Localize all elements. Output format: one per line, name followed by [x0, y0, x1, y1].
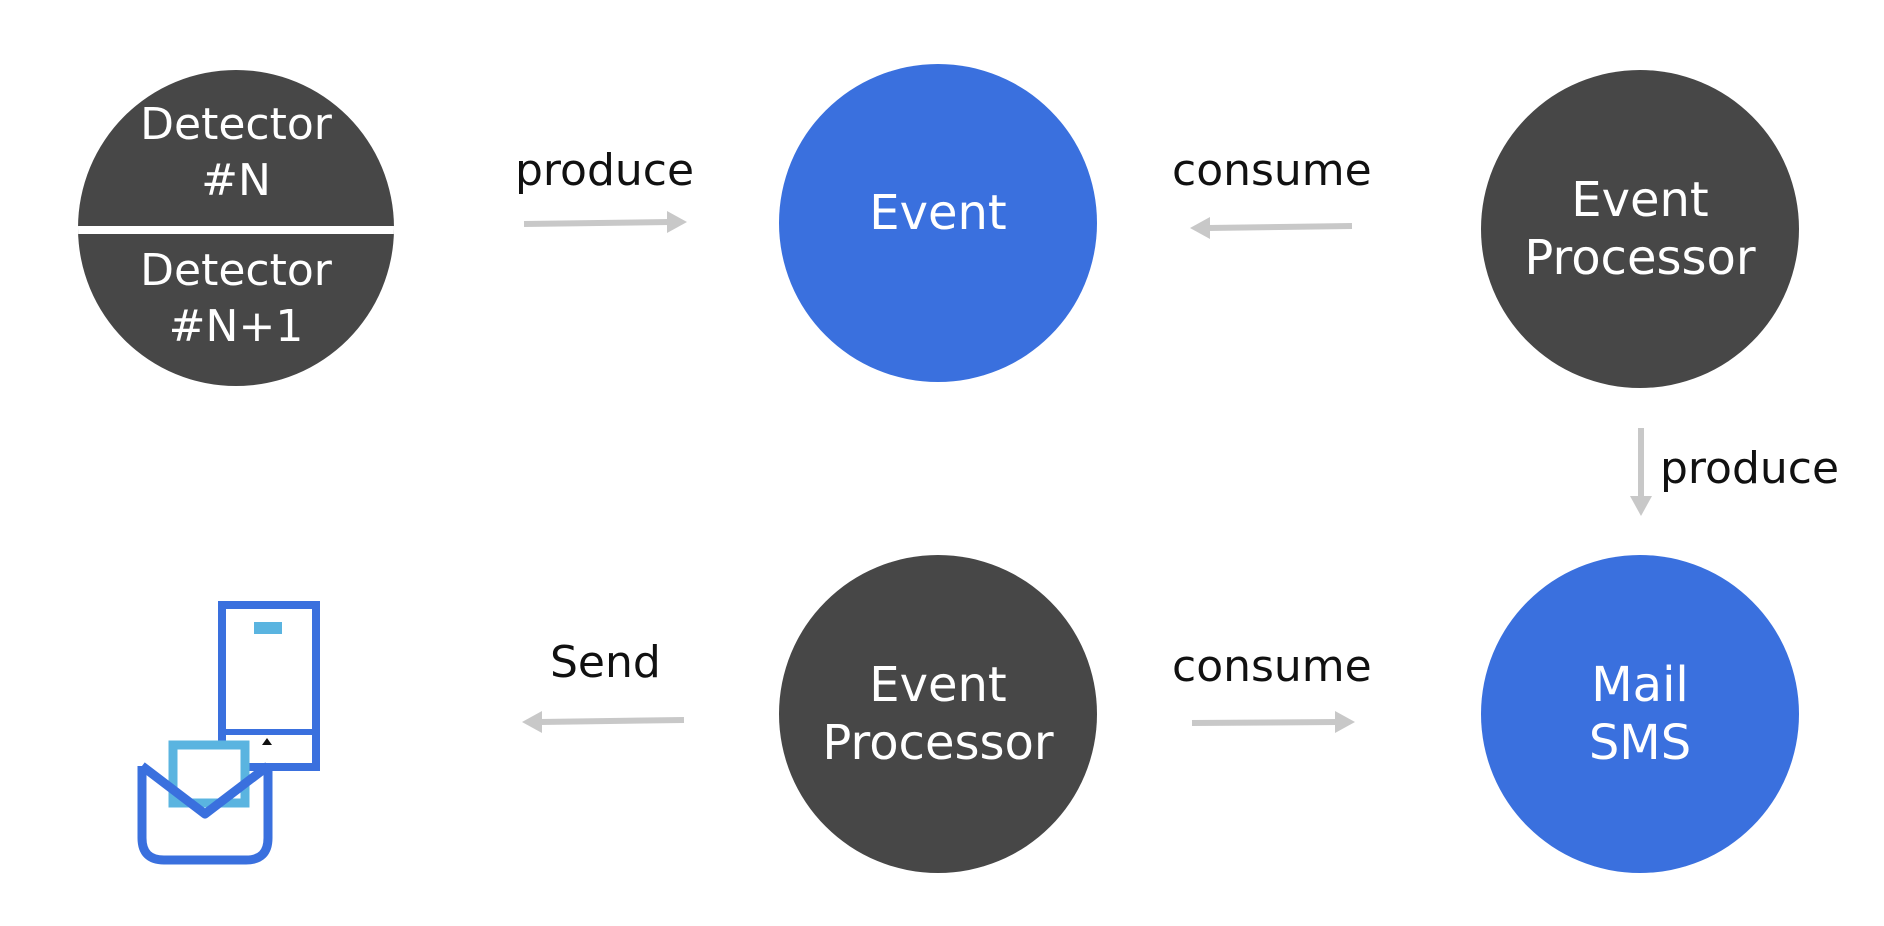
detector-node: Detector #N Detector #N+1 [78, 70, 394, 386]
event-node: Event [779, 64, 1097, 382]
event-processor-bottom-line1: Event [869, 657, 1007, 713]
produce-label-1: produce [515, 145, 695, 196]
detector-n-label: Detector #N [78, 70, 394, 228]
mail-phone-icon [137, 601, 320, 865]
consume-label-2: consume [1172, 641, 1372, 692]
mail-sms-line2: SMS [1588, 715, 1692, 771]
detector-n-line2: #N [201, 155, 271, 206]
event-processor-top-line2: Processor [1524, 230, 1756, 286]
detector-n1-label: Detector #N+1 [78, 234, 394, 386]
event-processor-bottom-node: Event Processor [779, 555, 1097, 873]
mail-sms-node: Mail SMS [1481, 555, 1799, 873]
detector-n-line1: Detector [140, 99, 332, 150]
consume-label-1: consume [1172, 145, 1372, 196]
consume-arrow-1 [1190, 217, 1353, 239]
detector-n1-line1: Detector [140, 245, 332, 296]
consume-arrow-2 [1191, 711, 1355, 733]
produce-arrow-1 [523, 211, 687, 233]
event-processor-top-node: Event Processor [1481, 70, 1799, 388]
mail-sms-line1: Mail [1591, 657, 1689, 713]
event-node-label: Event [869, 185, 1007, 241]
event-processor-top-line1: Event [1571, 172, 1709, 228]
produce-arrow-2 [1630, 428, 1652, 516]
detector-n1-line2: #N+1 [168, 301, 304, 352]
event-processor-bottom-line2: Processor [822, 715, 1054, 771]
send-label: Send [550, 637, 661, 688]
detector-divider [78, 226, 394, 234]
produce-label-2: produce [1660, 443, 1840, 494]
send-arrow [522, 711, 685, 733]
